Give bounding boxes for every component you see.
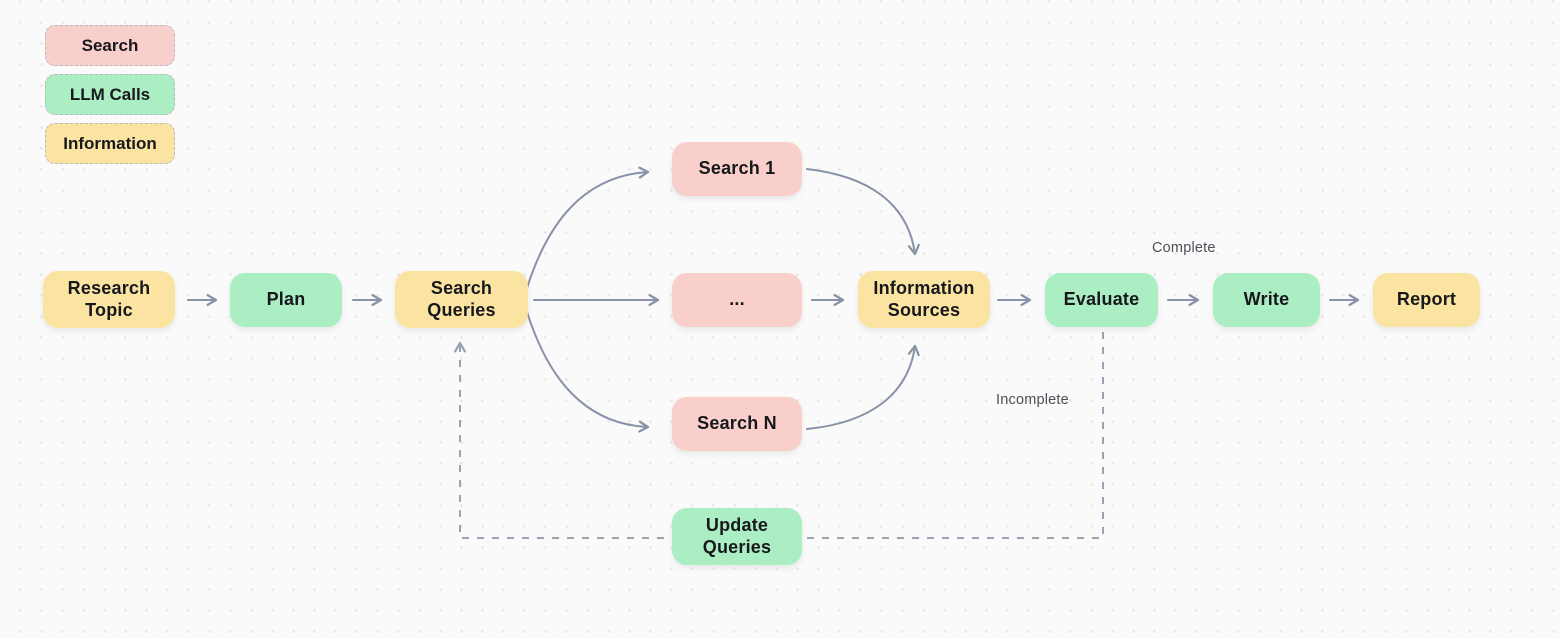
node-information-sources: Information Sources (858, 271, 990, 328)
legend-label-search: Search (81, 35, 139, 55)
node-search-queries: Search Queries (395, 271, 528, 328)
node-plan: Plan (230, 273, 342, 327)
node-search-n: Search N (672, 397, 802, 451)
legend-label-llm-calls: LLM Calls (69, 84, 151, 104)
arrow-search-queries-to-search-1 (526, 166, 650, 289)
node-report: Report (1373, 273, 1480, 327)
legend-item-information: Information (45, 123, 175, 164)
arrow-search-n-to-information-sources (806, 344, 920, 430)
node-research-topic: Research Topic (43, 271, 175, 328)
node-update-queries: Update Queries (672, 508, 802, 565)
edge-label-complete: Complete (1152, 240, 1216, 256)
node-evaluate: Evaluate (1045, 273, 1158, 327)
arrow-search-1-to-information-sources (806, 168, 920, 256)
node-search-ellipsis: ... (672, 273, 802, 327)
legend-label-information: Information (63, 133, 157, 153)
node-write: Write (1213, 273, 1320, 327)
legend-item-llm-calls: LLM Calls (45, 74, 175, 115)
node-search-1: Search 1 (672, 142, 802, 196)
arrow-search-queries-to-search-n (526, 311, 650, 433)
edge-label-incomplete: Incomplete (996, 392, 1069, 408)
legend-item-search: Search (45, 25, 175, 66)
